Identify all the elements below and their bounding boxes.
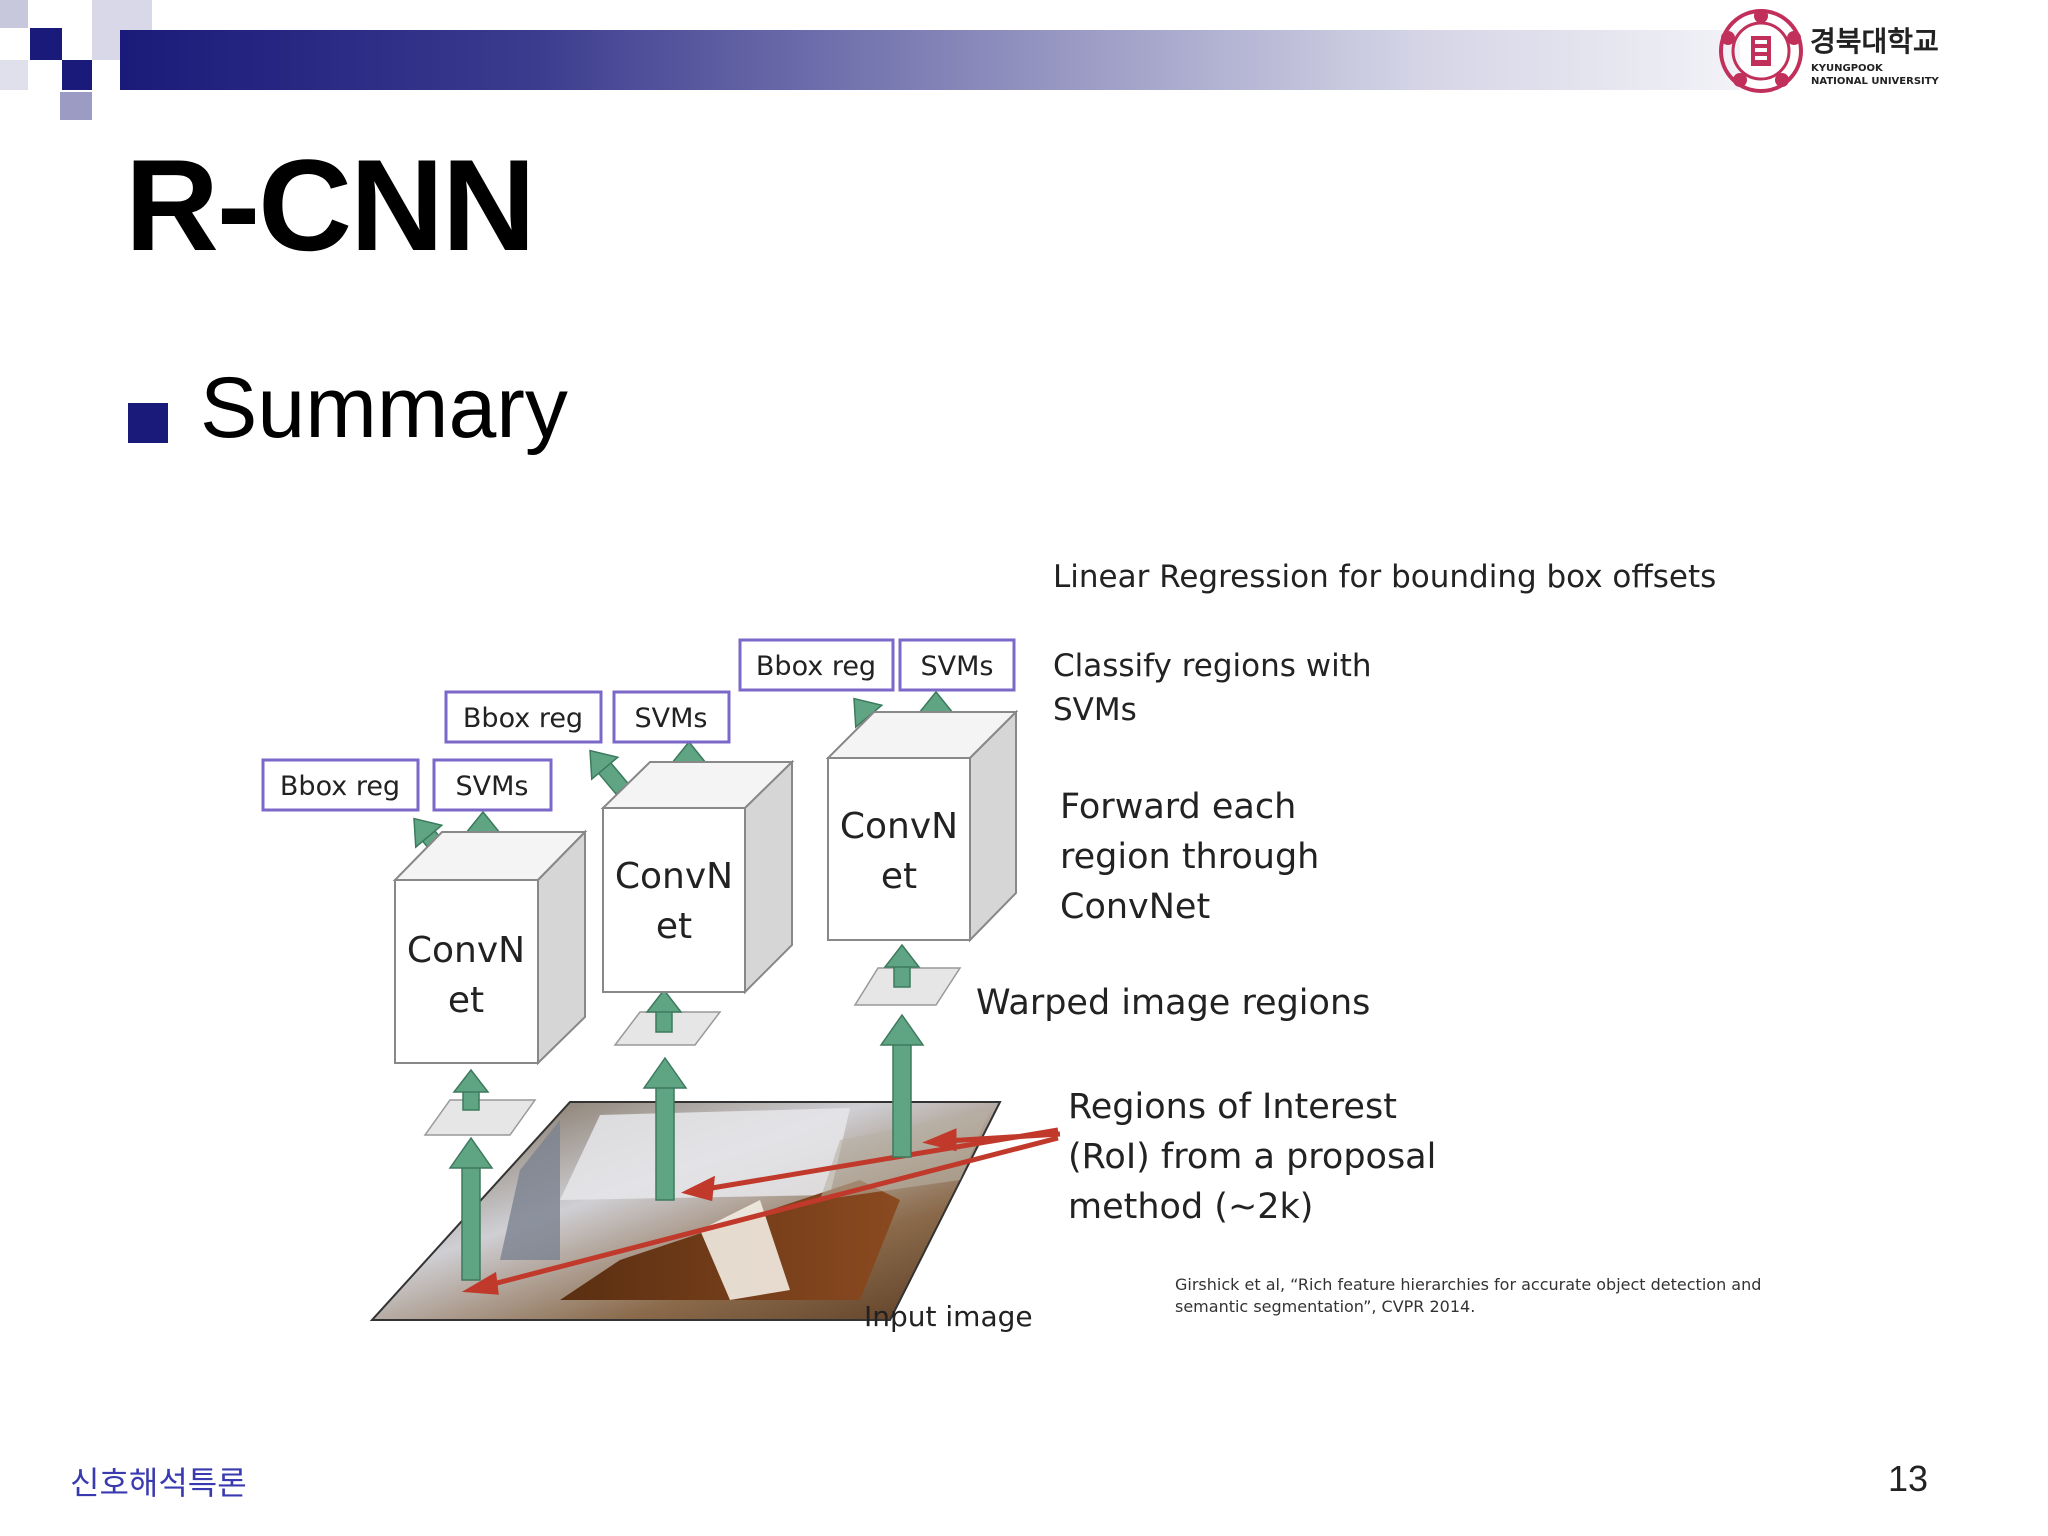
bbox-reg-label-3: Bbox reg xyxy=(756,651,876,682)
roi-line-2 xyxy=(469,1135,1059,1293)
bullet-square-icon xyxy=(128,403,168,443)
warped-region-1 xyxy=(423,1099,537,1136)
bbox-reg-label-2: Bbox reg xyxy=(463,703,583,734)
convnet-label-2-line2: et xyxy=(656,906,692,947)
bbox-reg-box-3 xyxy=(738,638,895,692)
logo-english-line2: NATIONAL UNIVERSITY xyxy=(1811,76,1939,87)
annotation-roi-line1: Regions of Interest xyxy=(1068,1087,1397,1127)
output-boxes xyxy=(261,638,1016,812)
convnet-label-1-line1: ConvN xyxy=(407,930,525,971)
svms-box-3 xyxy=(898,638,1016,692)
convnet-label-1-line2: et xyxy=(448,980,484,1021)
footer-course-name: 신호해석특론 xyxy=(70,1464,247,1502)
svms-box-1 xyxy=(432,758,553,812)
annotation-input-image: Input image xyxy=(864,1300,1033,1333)
convnet-cube-3 xyxy=(825,709,1019,943)
bbox-reg-label-1: Bbox reg xyxy=(280,771,400,802)
annotation-warped: Warped image regions xyxy=(976,983,1370,1023)
annotation-roi-line2: (RoI) from a proposal xyxy=(1068,1137,1436,1177)
citation-line2: semantic segmentation”, CVPR 2014. xyxy=(1175,1297,1475,1316)
roi-arrowhead-1 xyxy=(681,1175,715,1202)
logo-english-line1: KYUNGPOOK xyxy=(1811,63,1883,74)
svms-box-2 xyxy=(612,690,731,744)
annotation-forward-line2: region through xyxy=(1060,837,1319,877)
roi-arrowhead-3 xyxy=(922,1128,957,1152)
convnet-cube-2 xyxy=(600,759,795,995)
header-band xyxy=(120,30,1740,90)
university-logo: 경북대학교 KYUNGPOOK NATIONAL UNIVERSITY xyxy=(1718,8,1939,99)
bbox-reg-box-1 xyxy=(261,758,420,812)
convnet-label-3-line1: ConvN xyxy=(840,806,958,847)
emblem-icon xyxy=(1719,9,1803,93)
roi-lines xyxy=(461,1127,1061,1295)
annotation-classify-line2: SVMs xyxy=(1053,692,1137,728)
convnet-label-3-line2: et xyxy=(881,856,917,897)
slide-title: R-CNN xyxy=(125,132,536,278)
convnet-label-2-line1: ConvN xyxy=(615,856,733,897)
bbox-reg-box-2 xyxy=(444,690,603,744)
page-number: 13 xyxy=(1888,1458,1929,1499)
annotation-forward-line3: ConvNet xyxy=(1060,887,1210,927)
annotation-classify-line1: Classify regions with xyxy=(1053,648,1372,684)
annotation-forward-line1: Forward each xyxy=(1060,787,1296,827)
svms-label-3: SVMs xyxy=(921,651,994,682)
svms-label-2: SVMs xyxy=(635,703,708,734)
convnet-cube-1 xyxy=(392,829,588,1066)
logo-korean: 경북대학교 xyxy=(1810,25,1939,58)
roi-arrowhead-2 xyxy=(461,1271,499,1295)
citation-line1: Girshick et al, “Rich feature hierarchie… xyxy=(1175,1275,1761,1294)
svms-label-1: SVMs xyxy=(456,771,529,802)
annotation-roi-line3: method (~2k) xyxy=(1068,1187,1313,1227)
annotation-linear-regression: Linear Regression for bounding box offse… xyxy=(1053,559,1716,595)
bullet-text: Summary xyxy=(200,360,568,456)
